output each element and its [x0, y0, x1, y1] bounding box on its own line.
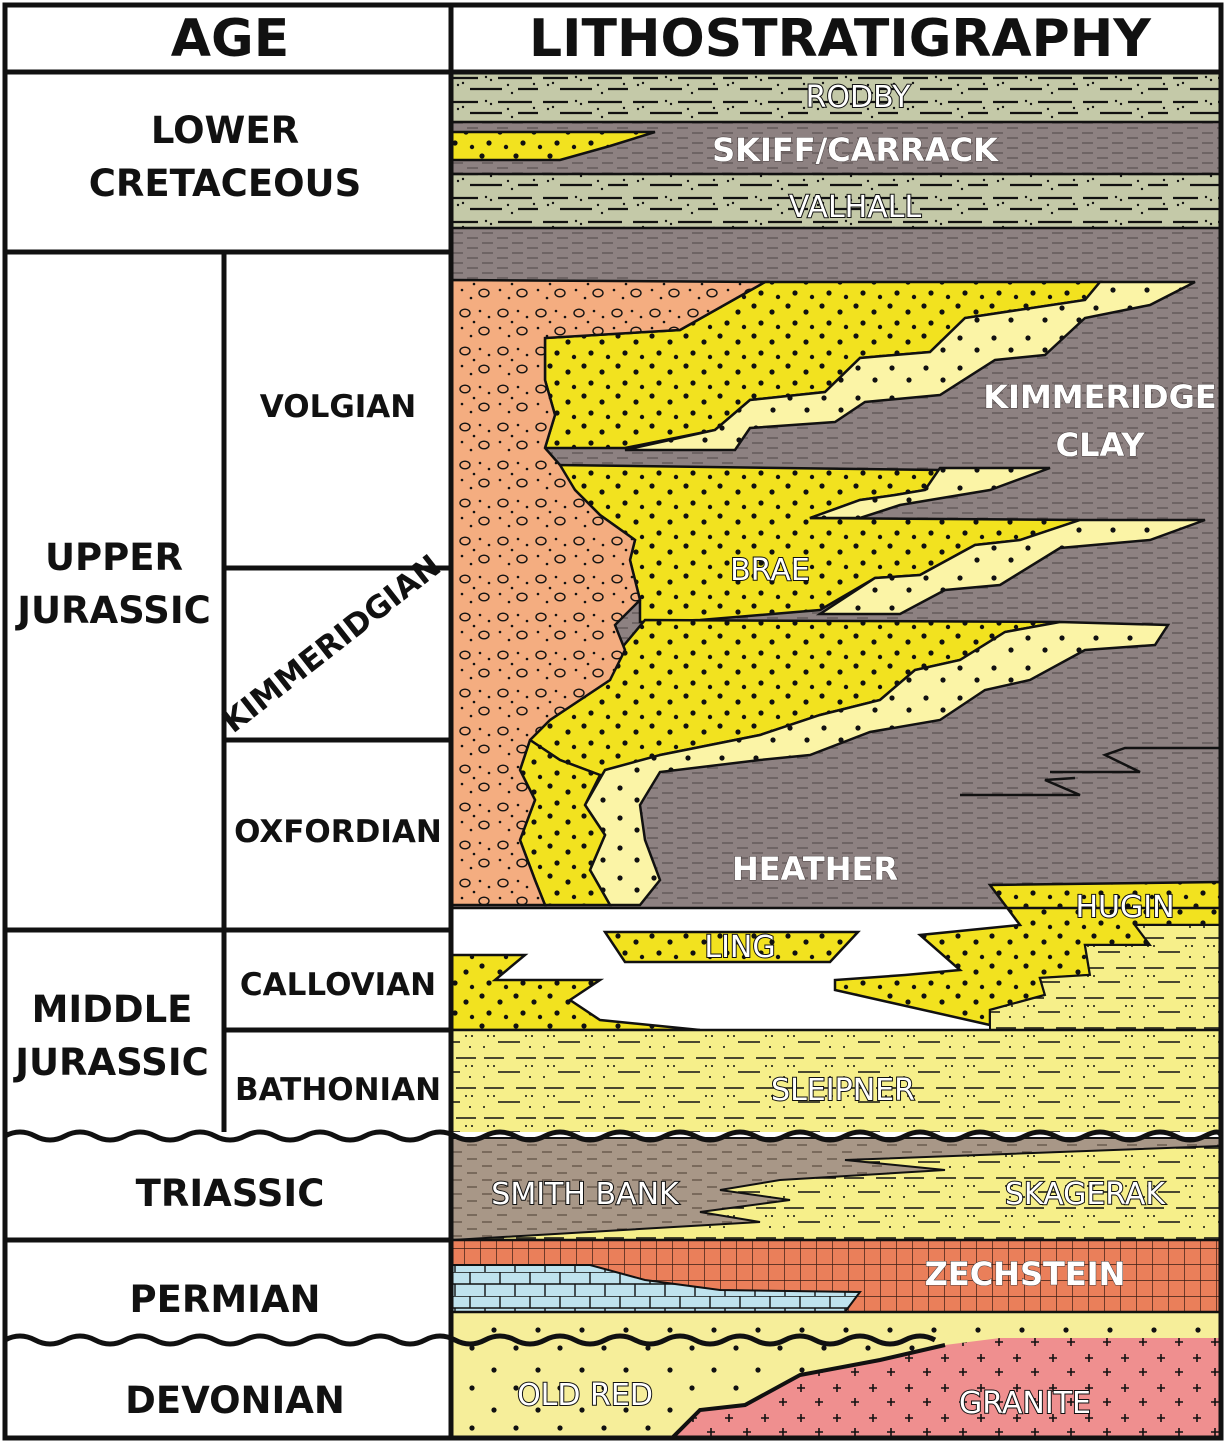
- stage-kimmeridgian: KIMMERIDGIAN: [216, 548, 448, 740]
- age-devonian: DEVONIAN: [125, 1379, 345, 1422]
- formation-heather: HEATHER: [732, 850, 898, 888]
- formation-kimmeridge-clay-line1: KIMMERIDGE: [983, 378, 1216, 416]
- age-upper-jurassic-line1: UPPER: [45, 536, 183, 579]
- formation-skagerak: SKAGERAK: [1005, 1177, 1167, 1212]
- stage-volgian: VOLGIAN: [260, 389, 416, 425]
- stage-callovian: CALLOVIAN: [240, 967, 436, 1003]
- formation-rodby: RODBY: [806, 80, 911, 115]
- formation-ling: LING: [704, 930, 775, 965]
- age-permian: PERMIAN: [129, 1278, 320, 1321]
- age-lower-cretaceous-line1: LOWER: [151, 109, 299, 152]
- callovian-sand: [452, 955, 700, 1030]
- age-triassic: TRIASSIC: [136, 1172, 325, 1215]
- formation-old-red: OLD RED: [517, 1378, 653, 1413]
- formation-skiff-carrack: SKIFF/CARRACK: [712, 131, 999, 169]
- formation-valhall: VALHALL: [789, 190, 922, 225]
- age-upper-jurassic-line2: JURASSIC: [14, 589, 211, 632]
- formation-granite: GRANITE: [959, 1386, 1091, 1421]
- formation-smith-bank: SMITH BANK: [491, 1177, 680, 1212]
- age-header: AGE: [171, 9, 289, 69]
- formation-hugin: HUGIN: [1075, 890, 1174, 925]
- lithostratigraphy-column: [452, 72, 1221, 1438]
- formation-sleipner: SLEIPNER: [771, 1073, 915, 1108]
- age-middle-jurassic-line2: JURASSIC: [12, 1041, 209, 1084]
- age-middle-jurassic-line1: MIDDLE: [32, 988, 193, 1031]
- formation-brae: BRAE: [730, 553, 810, 588]
- formation-zechstein: ZECHSTEIN: [925, 1255, 1126, 1293]
- age-lower-cretaceous-line2: CRETACEOUS: [89, 162, 362, 205]
- formation-kimmeridge-clay-line2: CLAY: [1056, 426, 1146, 464]
- lithostratigraphy-header: LITHOSTRATIGRAPHY: [529, 9, 1152, 69]
- stage-oxfordian: OXFORDIAN: [234, 814, 442, 850]
- stage-bathonian: BATHONIAN: [235, 1072, 441, 1108]
